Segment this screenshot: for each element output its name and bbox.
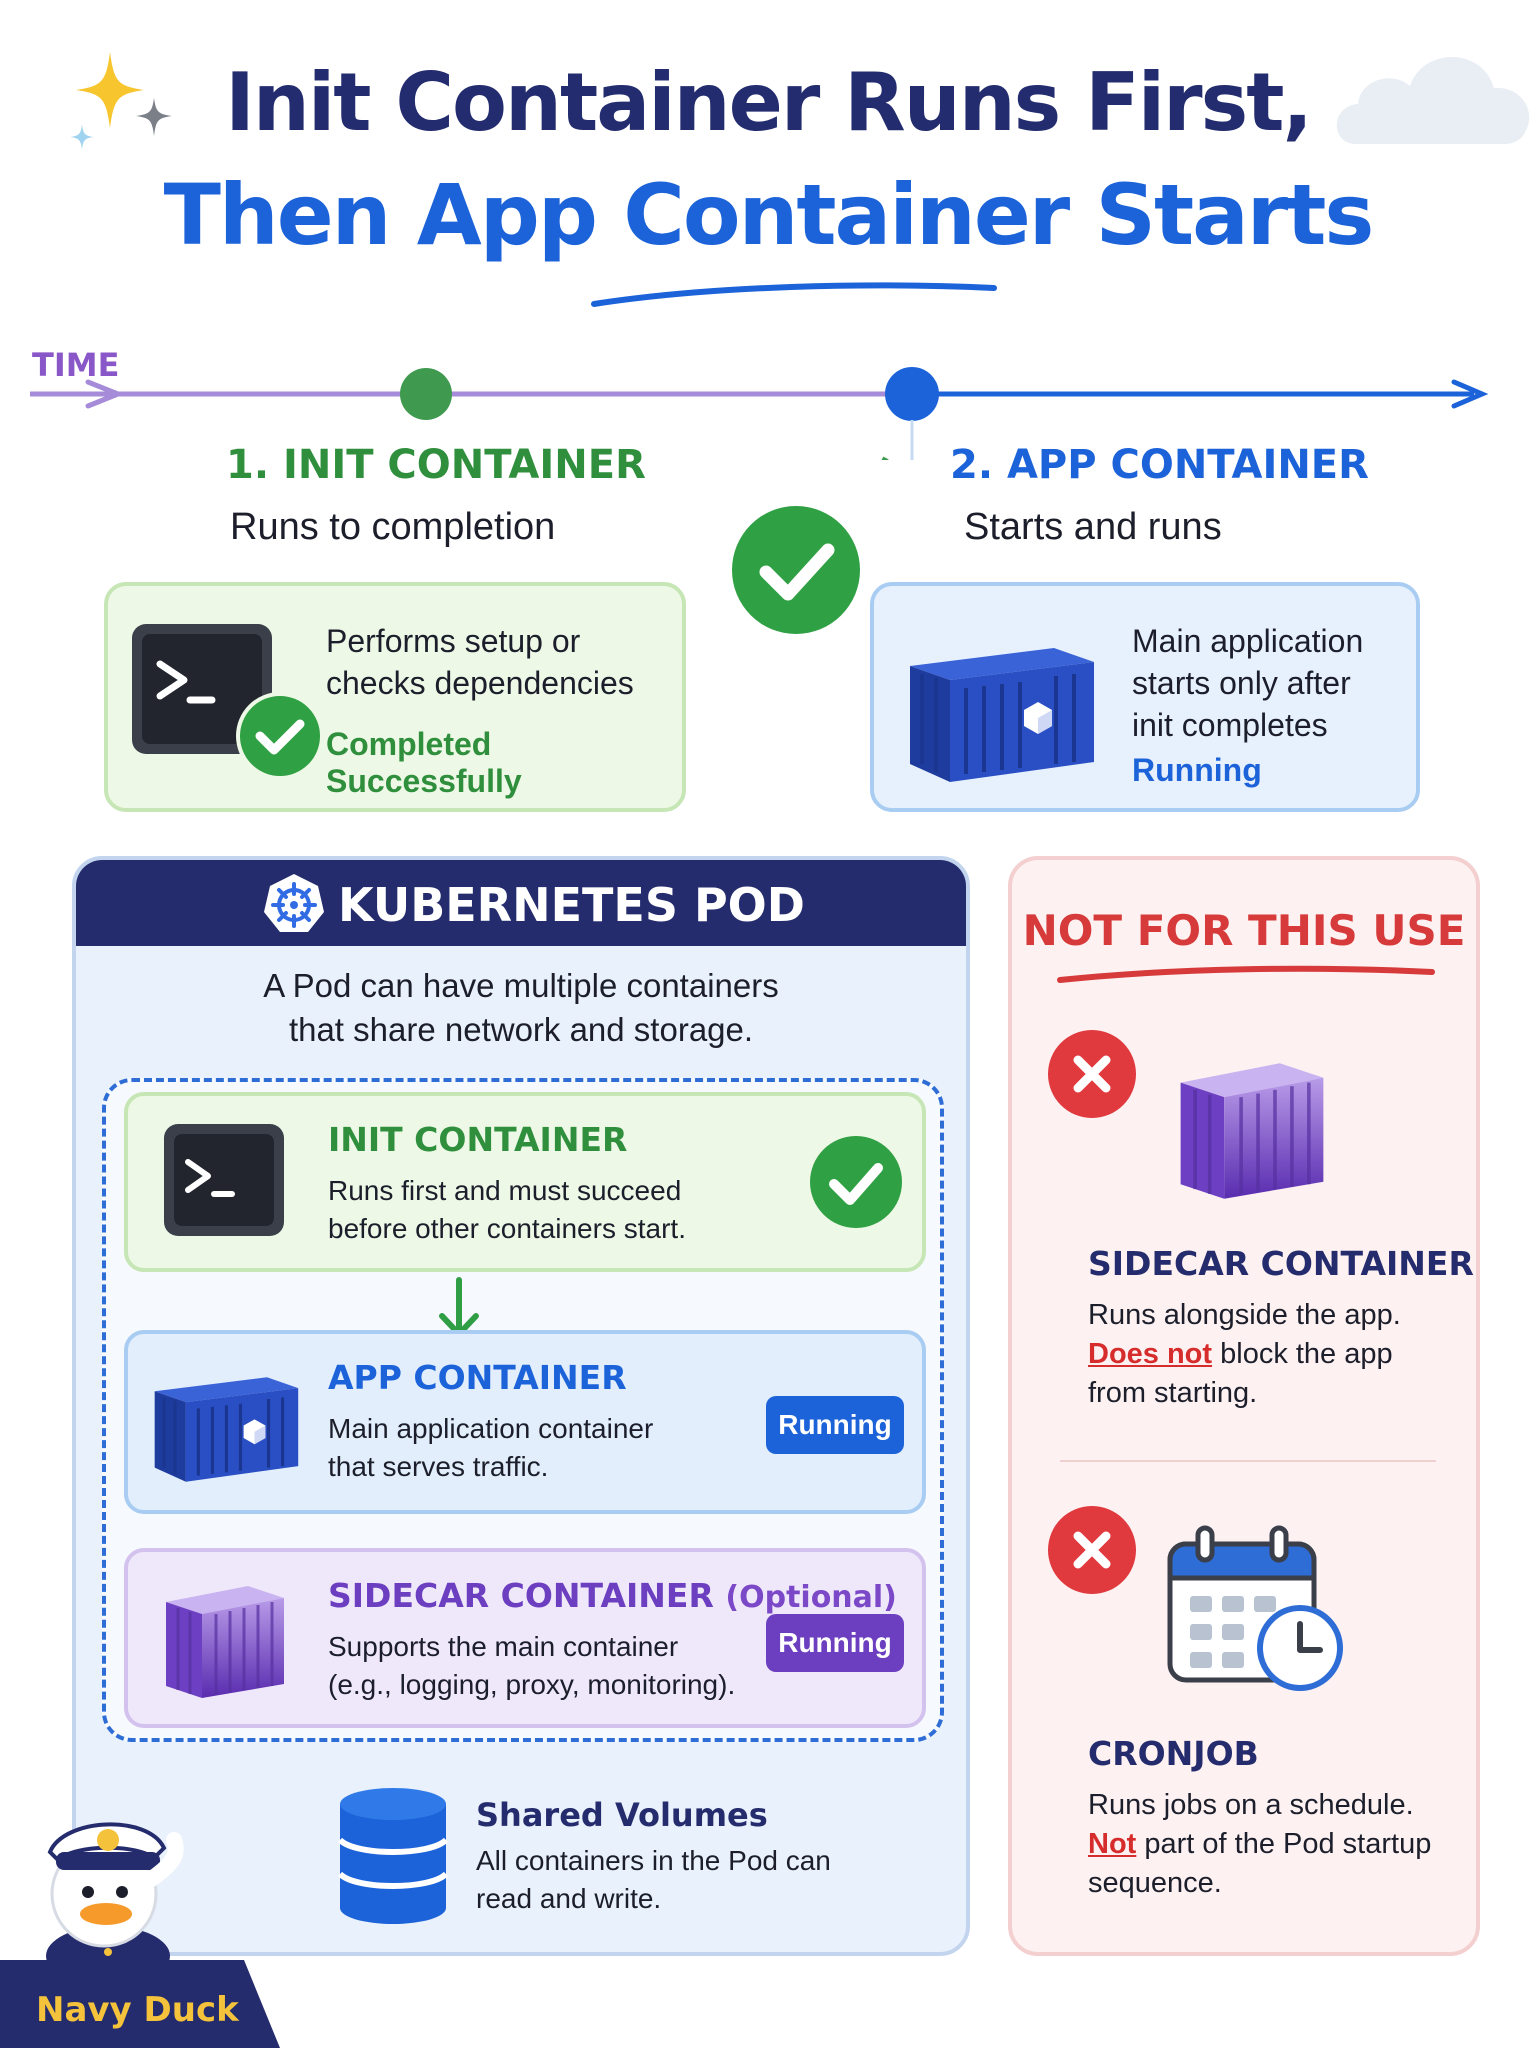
pod-app-container: APP CONTAINER Main application container… — [124, 1330, 926, 1514]
volumes-line2: read and write. — [476, 1883, 662, 1914]
status-badge-app: Running — [766, 1396, 904, 1454]
nu-cronjob-line1: Runs jobs on a schedule. — [1088, 1789, 1414, 1821]
kubernetes-pod-panel: KUBERNETES POD A Pod can have multiple c… — [72, 856, 970, 1956]
app-status: Running — [1132, 752, 1262, 788]
pod-sidecar-text: Supports the main container (e.g., loggi… — [328, 1628, 798, 1704]
pod-desc-line1: A Pod can have multiple containers — [263, 967, 779, 1004]
title-underline — [1057, 965, 1435, 983]
app-summary-card: Main application starts only after init … — [870, 582, 1420, 812]
container-icon — [910, 648, 1094, 782]
nu-sidecar-emphasis: Does not — [1088, 1338, 1213, 1370]
pod-sidecar-title: SIDECAR CONTAINER (Optional) — [328, 1576, 897, 1615]
timeline-label: TIME — [32, 346, 120, 384]
pod-init-text: Runs first and must succeed before other… — [328, 1172, 768, 1248]
pod-app-line2: that serves traffic. — [328, 1451, 549, 1482]
title-underline — [591, 282, 997, 307]
app-card-line3: init completes — [1132, 707, 1328, 743]
mascot-label: Navy Duck — [36, 1990, 239, 2030]
init-card-line1: Performs setup or — [326, 623, 581, 659]
calendar-clock-icon — [1167, 1525, 1343, 1691]
pod-init-line2: before other containers start. — [328, 1213, 686, 1244]
app-card-line2: starts only after — [1132, 665, 1351, 701]
pod-header — [76, 860, 966, 946]
check-icon — [732, 506, 860, 634]
pod-sidecar-optional: (Optional) — [725, 1580, 897, 1615]
timeline — [30, 367, 1489, 460]
pod-init-line1: Runs first and must succeed — [328, 1175, 682, 1206]
pod-sidecar-container: SIDECAR CONTAINER (Optional) Supports th… — [124, 1548, 926, 1728]
sparkle-icon — [70, 52, 172, 150]
page-title-line1: Init Container Runs First, — [225, 56, 1313, 149]
page-title-line2: Then App Container Starts — [163, 166, 1375, 264]
pod-sidecar-title-text: SIDECAR CONTAINER — [328, 1576, 714, 1615]
pod-app-text: Main application container that serves t… — [328, 1410, 768, 1486]
pod-init-container: INIT CONTAINER Runs first and must succe… — [124, 1092, 926, 1272]
nu-sidecar-line3: from starting. — [1088, 1377, 1258, 1409]
nu-cronjob-line3: sequence. — [1088, 1867, 1222, 1899]
step2-subtitle: Starts and runs — [964, 506, 1222, 548]
init-card-line2: checks dependencies — [326, 665, 634, 701]
nu-cronjob-text: Runs jobs on a schedule. Not part of the… — [1088, 1786, 1458, 1903]
nu-sidecar-title: SIDECAR CONTAINER — [1088, 1244, 1474, 1283]
nu-cronjob-emphasis: Not — [1088, 1828, 1137, 1860]
pod-init-title: INIT CONTAINER — [328, 1120, 628, 1159]
nu-sidecar-line2: Does not block the app — [1088, 1335, 1458, 1374]
kubernetes-icon — [264, 874, 324, 932]
pod-app-line1: Main application container — [328, 1413, 654, 1444]
nu-cronjob-line2: Not part of the Pod startup — [1088, 1825, 1458, 1864]
database-icon — [337, 1788, 449, 1924]
divider — [1060, 1460, 1436, 1462]
nu-cronjob-line2-rest: part of the Pod startup — [1136, 1828, 1432, 1860]
terminal-icon — [164, 1124, 284, 1236]
pod-sidecar-line1: Supports the main container — [328, 1631, 679, 1662]
pod-sidecar-line2: (e.g., logging, proxy, monitoring). — [328, 1669, 736, 1700]
duck-mascot-icon — [46, 1822, 184, 1972]
container-icon — [154, 1377, 299, 1482]
close-icon — [1048, 1506, 1136, 1594]
step1-heading: 1. INIT CONTAINER — [226, 442, 646, 488]
pod-description: A Pod can have multiple containers that … — [76, 964, 966, 1052]
volumes-title: Shared Volumes — [476, 1796, 768, 1834]
not-for-use-title: NOT FOR THIS USE — [1022, 906, 1466, 955]
not-for-this-use-panel: NOT FOR THIS USE SIDECAR CONTAINER Runs … — [1008, 856, 1480, 1956]
close-icon — [1048, 1030, 1136, 1118]
check-icon — [810, 1136, 902, 1228]
nu-sidecar-line1: Runs alongside the app. — [1088, 1299, 1401, 1331]
volumes-text: All containers in the Pod can read and w… — [476, 1842, 831, 1918]
step2-heading: 2. APP CONTAINER — [950, 442, 1369, 488]
status-badge-sidecar: Running — [766, 1614, 904, 1672]
init-summary-card: Performs setup or checks dependencies Co… — [104, 582, 686, 812]
init-status: Completed Successfully — [326, 726, 522, 799]
pod-title: KUBERNETES POD — [338, 878, 805, 932]
volumes-line1: All containers in the Pod can — [476, 1845, 831, 1876]
cloud-icon — [1336, 57, 1530, 144]
pod-app-title: APP CONTAINER — [328, 1358, 627, 1397]
container-icon — [1180, 1063, 1324, 1199]
app-card-line1: Main application — [1132, 623, 1364, 659]
terminal-icon — [132, 624, 324, 780]
step1-subtitle: Runs to completion — [230, 506, 556, 548]
mascot-banner — [0, 1960, 280, 2048]
nu-sidecar-line2-rest: block the app — [1212, 1338, 1393, 1370]
pod-desc-line2: that share network and storage. — [288, 1011, 754, 1048]
nu-sidecar-text: Runs alongside the app. Does not block t… — [1088, 1296, 1458, 1413]
nu-cronjob-title: CRONJOB — [1088, 1734, 1259, 1773]
container-icon — [166, 1586, 284, 1698]
